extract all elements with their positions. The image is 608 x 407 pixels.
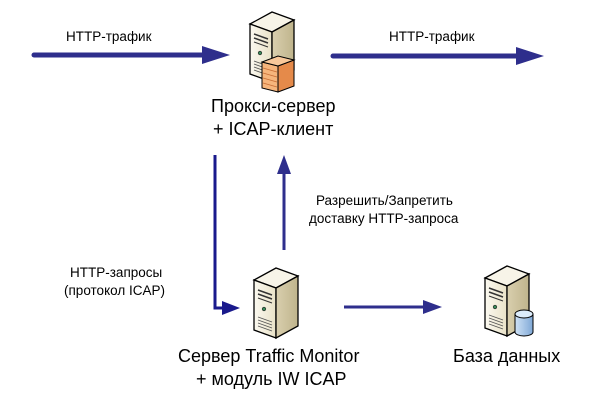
label-database: База данных — [453, 346, 561, 366]
label-iw-icap-module: + модуль IW ICAP — [196, 369, 347, 389]
arrow-icap-requests — [213, 155, 240, 315]
label-proxy-server: Прокси-сервер — [211, 96, 336, 116]
label-traffic-monitor-server: Сервер Traffic Monitor — [178, 346, 360, 366]
label-icap-client: + ICAP-клиент — [213, 119, 334, 139]
label-http-requests: HTTP-запросы — [70, 265, 163, 280]
arrow-http-traffic-out — [330, 47, 544, 65]
database-cylinder-icon — [514, 309, 534, 337]
label-allow-deny-line2: доставку HTTP-запроса — [309, 211, 459, 226]
label-icap-protocol: (протокол ICAP) — [64, 283, 165, 298]
server-firewall-icon — [249, 11, 296, 93]
label-http-traffic-out: HTTP-трафик — [389, 29, 475, 44]
server-database-icon — [484, 265, 534, 337]
label-http-traffic-in: HTTP-трафик — [66, 29, 152, 44]
arrow-to-database — [344, 300, 442, 314]
arrow-http-traffic-in — [31, 46, 230, 64]
label-allow-deny-line1: Разрешить/Запретить — [316, 193, 453, 208]
server-icon — [253, 267, 299, 339]
arrow-allow-deny — [277, 155, 291, 250]
firewall-icon — [260, 55, 296, 93]
